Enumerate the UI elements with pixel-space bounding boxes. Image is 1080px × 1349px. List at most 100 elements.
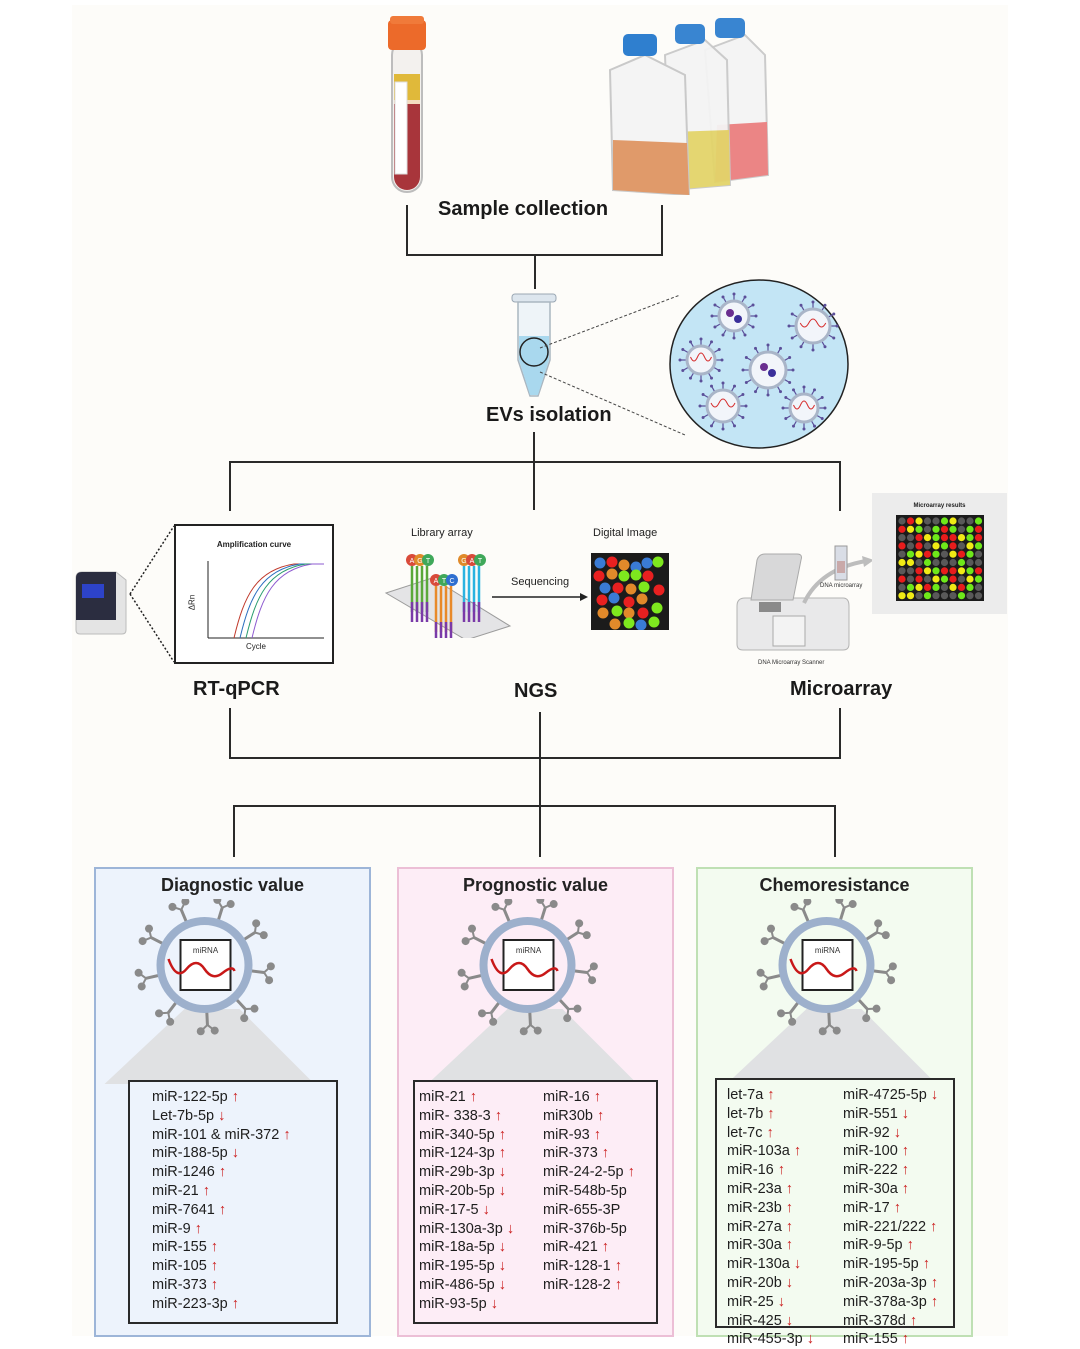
ev-receptor-tip (744, 295, 747, 298)
ev-receptor-tip (779, 390, 782, 393)
microarray-spot (898, 551, 905, 558)
vesicle-receptor-tip (849, 900, 857, 908)
microarray-spot (932, 567, 939, 574)
microarray-spot (924, 526, 931, 533)
arrow-down-icon: ↓ (499, 1258, 506, 1274)
protein-cargo (726, 309, 734, 317)
mirna-item: miR-18a-5p↓ (419, 1238, 514, 1257)
arrow-up-icon: ↑ (495, 1108, 502, 1124)
mirna-column: miR-122-5p↑Let-7b-5p↓miR-101 & miR-372↑m… (152, 1088, 291, 1314)
ev-receptor-tip (702, 393, 705, 396)
vesicle-receptor-tip (135, 969, 143, 977)
sequencing-dot (631, 570, 642, 581)
mirna-item: miR-23a↑ (727, 1180, 814, 1199)
microarray-spot (941, 559, 948, 566)
mirna-name: miR-1246 (152, 1164, 215, 1180)
sequencing-dot (626, 584, 637, 595)
mirna-name: miR-373 (152, 1277, 207, 1293)
ev-receptor-tip (782, 407, 785, 410)
mirna-name: miR-155 (152, 1239, 207, 1255)
mirna-item: miR-221/222↑ (843, 1218, 938, 1237)
vesicle-receptor-tip (761, 937, 769, 945)
vesicle-receptor-tip (777, 1009, 785, 1017)
sequencing-dot (595, 558, 606, 569)
mirna-item: miR-124-3p↑ (419, 1144, 514, 1163)
vesicle-receptor-tip (504, 899, 512, 905)
arrow-up-icon: ↑ (786, 1181, 793, 1197)
mirna-item: miR-128-2↑ (543, 1276, 635, 1295)
connector-line (534, 254, 536, 289)
dna-chip-icon (834, 545, 848, 581)
extracellular-vesicle (750, 352, 786, 388)
sequencing-dot (612, 606, 623, 617)
mirna-name: miR-101 & miR-372 (152, 1127, 279, 1143)
microarray-spot (958, 542, 965, 549)
ev-receptor-tip (742, 369, 745, 372)
mirna-item: miR-101 & miR-372↑ (152, 1126, 291, 1145)
vesicle-receptor-tip (168, 903, 176, 911)
sequencing-dot (619, 571, 630, 582)
microarray-spot (915, 551, 922, 558)
ev-receptor-tip (791, 337, 794, 340)
vesicle-receptor-tip (260, 931, 268, 939)
microarray-spot (907, 567, 914, 574)
mirna-label: miRNA (516, 946, 542, 955)
vesicle-receptor-tip (250, 1005, 258, 1013)
mirna-item: miR-203a-3p↑ (843, 1274, 938, 1293)
microarray-spot (907, 584, 914, 591)
ev-receptor-tip (745, 381, 748, 384)
ev-receptor-tip (721, 359, 724, 362)
microarray-spot (924, 567, 931, 574)
mirna-list: miR-21↑miR- 338-3↑miR-340-5p↑miR-124-3p↑… (413, 1080, 658, 1324)
arrow-up-icon: ↑ (628, 1164, 635, 1180)
microarray-spot (966, 542, 973, 549)
arrow-up-icon: ↑ (499, 1145, 506, 1161)
arrow-up-icon: ↑ (894, 1200, 901, 1216)
vesicle-receptor-tip (590, 962, 598, 970)
mirna-item: miR-27a↑ (727, 1218, 814, 1237)
microarray-spot (949, 551, 956, 558)
nucleotide-label: A (410, 558, 415, 565)
nucleotide-label: G (461, 558, 466, 565)
microarray-spot (924, 559, 931, 566)
arrow-up-icon: ↑ (794, 1143, 801, 1159)
arrow-up-icon: ↑ (766, 1125, 773, 1141)
vesicle-receptor-tip (767, 925, 775, 933)
protein-cargo (768, 369, 776, 377)
extracellular-vesicle (790, 394, 818, 422)
vesicle-receptor-tip (889, 962, 897, 970)
arrow-up-icon: ↑ (195, 1221, 202, 1237)
mirna-label: miRNA (193, 946, 219, 955)
sequencing-dot (610, 619, 621, 630)
mirna-name: miR-124-3p (419, 1145, 495, 1161)
microarray-spot (958, 576, 965, 583)
microarray-spot (941, 526, 948, 533)
microarray-spot (966, 526, 973, 533)
ev-receptor-tip (733, 293, 736, 296)
microarray-spot (907, 576, 914, 583)
arrow-up-icon: ↑ (910, 1313, 917, 1329)
ev-receptor-tip (754, 347, 757, 350)
microarray-spot (975, 517, 982, 524)
mirna-list: miR-122-5p↑Let-7b-5p↓miR-101 & miR-372↑m… (128, 1080, 338, 1324)
microarray-results-title: Microarray results (872, 503, 1007, 509)
arrow-down-icon: ↓ (499, 1164, 506, 1180)
mirna-name: miR-195-5p (843, 1256, 919, 1272)
sequencing-dot (653, 557, 664, 568)
arrow-up-icon: ↑ (615, 1277, 622, 1293)
ev-receptor-tip (784, 417, 787, 420)
nucleotide-label: A (470, 558, 475, 565)
sequencing-dot (642, 558, 653, 569)
ev-receptor-tip (733, 424, 736, 427)
microarray-spot (898, 592, 905, 599)
microarray-spot (958, 551, 965, 558)
mirna-column: miR-21↑miR- 338-3↑miR-340-5p↑miR-124-3p↑… (419, 1088, 514, 1314)
arrow-up-icon: ↑ (923, 1256, 930, 1272)
scanner-label: DNA Microarray Scanner (758, 660, 824, 666)
vesicle-receptor-tip (819, 1027, 827, 1035)
mirna-list: let-7a↑let-7b↑let-7c↑miR-103a↑miR-16↑miR… (715, 1078, 955, 1328)
ev-receptor-tip (836, 325, 839, 328)
mirna-item: miR-20b↓ (727, 1274, 814, 1293)
microarray-spot (958, 526, 965, 533)
arrow-down-icon: ↓ (786, 1275, 793, 1291)
